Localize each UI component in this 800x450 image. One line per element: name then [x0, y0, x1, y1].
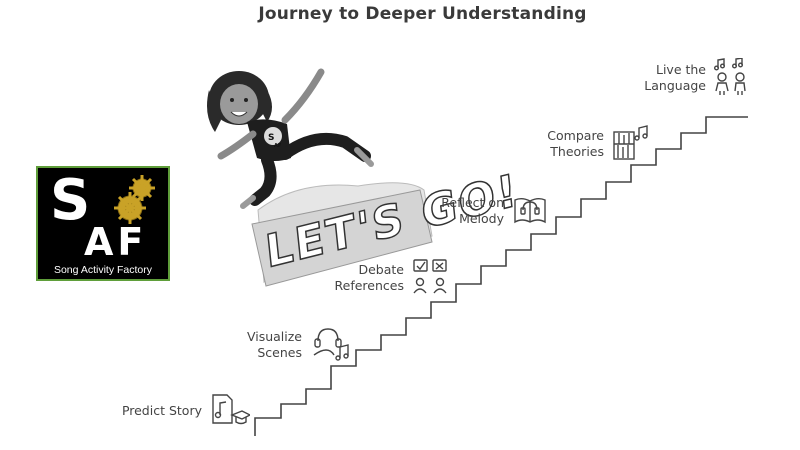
shirt-logo-s: S — [268, 133, 274, 143]
step-label-reflect-on-melody: Reflect on Melody — [441, 195, 504, 226]
logo-caption: Song Activity Factory — [53, 264, 153, 276]
debate-people-icon — [413, 259, 447, 294]
step-label-live-the-language: Live the Language — [644, 62, 706, 93]
headphones-notes-icon — [313, 328, 349, 361]
step-label-visualize-scenes: Visualize Scenes — [246, 329, 302, 360]
gears-icon — [114, 175, 155, 224]
people-music-icon — [714, 58, 746, 95]
mascot-figure: S AF — [207, 68, 374, 209]
step-label-debate-references: Debate References — [334, 262, 404, 293]
music-file-icon — [212, 394, 250, 425]
bookshelf-note-icon — [613, 125, 648, 160]
diagram-title: Journey to Deeper Understanding — [258, 4, 587, 24]
lets-go-sign-board — [251, 182, 433, 287]
shirt-logo-af: AF — [274, 143, 281, 149]
book-headphones-icon — [514, 198, 546, 224]
step-label-predict-story: Predict Story — [121, 403, 202, 418]
song-activity-factory-logo: S AF Song Activity Factory — [36, 166, 170, 281]
logo-letter-s: S — [50, 168, 91, 233]
step-label-compare-theories: Compare Theories — [547, 128, 604, 159]
logo-letters-af: AF — [84, 220, 148, 264]
